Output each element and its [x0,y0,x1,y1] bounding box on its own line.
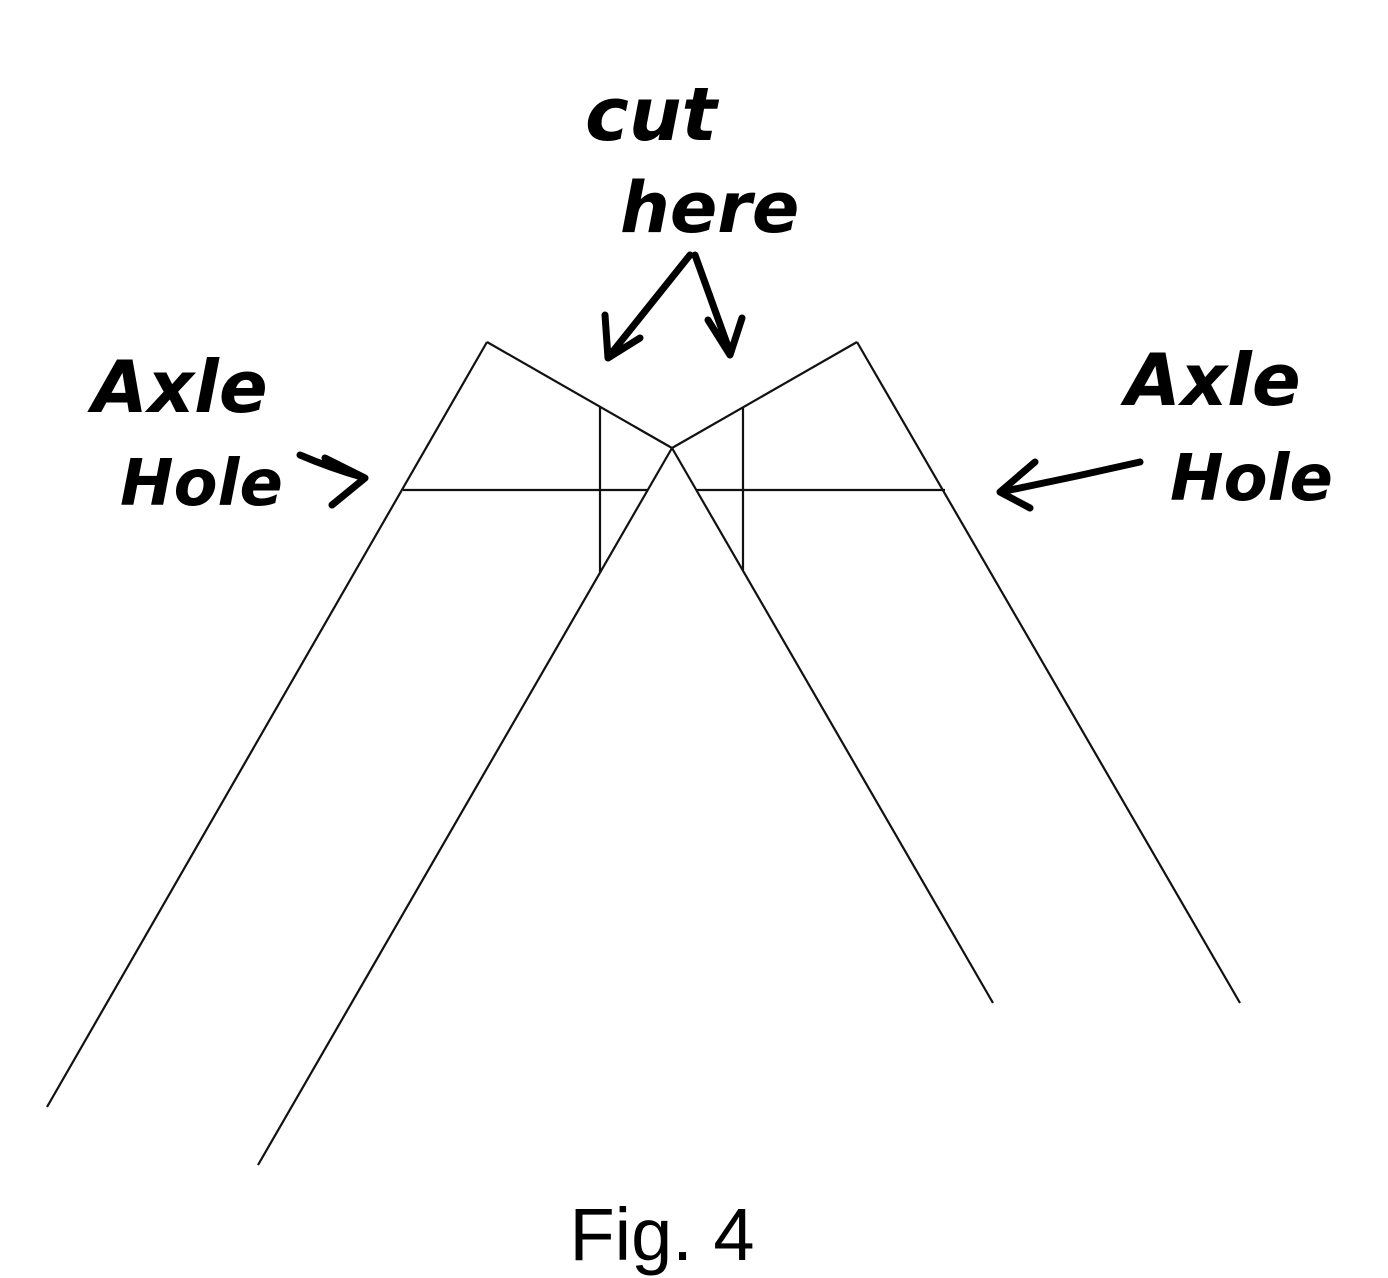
right-top-edge [671,341,858,449]
left-axle-hole-annotation: Axle Hole [87,345,369,521]
here-label: here [620,167,799,249]
right-axle-hole-annotation: Axle Hole [996,338,1333,516]
left-arm-inner [257,447,673,1166]
left-arm-outer [46,341,488,1108]
left-axle-label: Axle [87,345,268,429]
cut-label: cut [585,72,720,158]
arrow-right-cut-icon [691,251,746,359]
arrow-right-axle-icon [996,458,1144,512]
left-hole-label: Hole [120,447,283,521]
right-arm-inner [671,447,994,1004]
frame-lines [46,341,1241,1166]
cut-here-annotation: cut here [585,72,799,362]
left-top-edge [486,341,673,449]
right-arm-outer [856,341,1241,1004]
right-axle-label: Axle [1120,338,1301,422]
arrow-left-cut-icon [601,251,694,362]
figure-caption: Fig. 4 [569,1193,754,1276]
right-hole-label: Hole [1170,442,1333,516]
arrow-left-axle-icon [296,451,369,509]
